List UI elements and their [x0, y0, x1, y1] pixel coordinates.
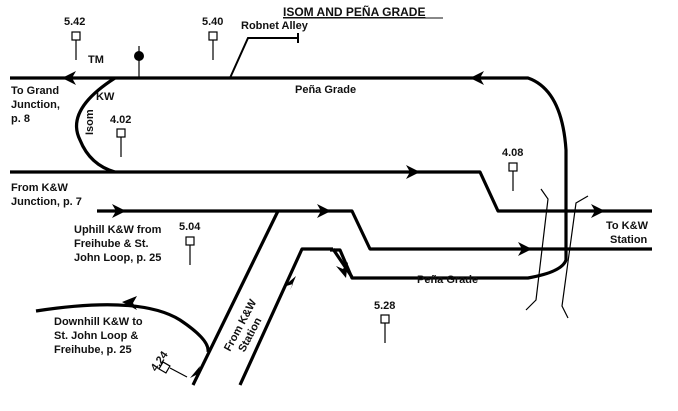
label-isom: Isom [84, 109, 96, 135]
signal-label: 4.02 [110, 114, 131, 126]
diagram-title: ISOM AND PEÑA GRADE [283, 4, 425, 19]
signal-label: 5.40 [202, 16, 223, 28]
signal-box [116, 128, 126, 138]
arrow-west-top-left [62, 71, 76, 85]
track-uphill-kw [97, 209, 652, 251]
arrow-north-kw-station [283, 276, 296, 290]
track-diagonal-wye [191, 210, 280, 386]
signal-4-08[interactable]: 4.08 [502, 147, 523, 191]
arrow-east-second [406, 165, 420, 179]
label-to-grand-junction-3: p. 8 [11, 113, 30, 125]
signal-5-28[interactable]: 5.28 [374, 300, 395, 343]
signal-label: 5.04 [179, 221, 201, 233]
label-to-kw-station-2: Station [610, 234, 648, 246]
track-from-kw-station [238, 247, 333, 386]
signal-box [380, 314, 390, 324]
signal-box [71, 31, 81, 41]
signal-box [208, 31, 218, 41]
label-tm: TM [88, 54, 104, 66]
label-uphill-kw-1: Uphill K&W from [74, 224, 162, 236]
track-pena-grade-branch [331, 248, 354, 278]
label-from-kw-station: From K&W Station [222, 297, 265, 354]
track-robnet-alley [229, 37, 298, 79]
signal-5-42[interactable]: 5.42 [64, 16, 85, 60]
signal-mast [169, 367, 188, 378]
label-from-kw-junction-2: Junction, p. 7 [11, 196, 82, 208]
signal-box [508, 162, 518, 172]
label-from-kw-junction-1: From K&W [11, 182, 68, 194]
bridge-mark-left [525, 188, 549, 311]
signal-box [185, 236, 195, 246]
signal-label: 5.28 [374, 300, 395, 312]
label-robnet-alley: Robnet Alley [241, 20, 309, 32]
signal-box [158, 361, 171, 374]
signal-label: 4.08 [502, 147, 523, 159]
signal-5-04[interactable]: 5.04 [179, 221, 201, 265]
bridge-mark-right [561, 195, 589, 319]
signal-5-40[interactable]: 5.40 [202, 16, 223, 60]
track-pena-grade-loop [10, 76, 568, 280]
track-from-kw-junction [10, 170, 652, 213]
arrow-east-to-kw-station [591, 204, 605, 218]
label-kw: KW [96, 91, 115, 103]
arrow-east-uphill-2 [317, 204, 331, 218]
arrow-north-diagonal [190, 366, 200, 381]
label-to-grand-junction-2: Junction, [11, 99, 60, 111]
arrow-south-pena [336, 262, 348, 278]
arrow-east-uphill [112, 204, 126, 218]
label-downhill-kw-1: Downhill K&W to [54, 316, 143, 328]
arrow-west-top-right [470, 71, 484, 85]
track-isom-wye [75, 76, 116, 174]
label-to-kw-station-1: To K&W [606, 220, 649, 232]
signal-label: 5.42 [64, 16, 85, 28]
label-downhill-kw-2: St. John Loop & [54, 330, 138, 342]
arrow-west-downhill [122, 296, 137, 310]
label-uphill-kw-3: John Loop, p. 25 [74, 252, 161, 264]
arrow-east-third [518, 242, 532, 256]
signal-head-tm [134, 51, 144, 61]
label-to-grand-junction-1: To Grand [11, 85, 59, 97]
track-downhill-kw [35, 303, 210, 353]
label-pena-grade-upper: Peña Grade [295, 84, 356, 96]
label-pena-grade-lower: Peña Grade [417, 274, 478, 286]
signal-4-02[interactable]: 4.02 [110, 114, 131, 157]
label-downhill-kw-3: Freihube, p. 25 [54, 344, 132, 356]
label-uphill-kw-2: Freihube & St. [74, 238, 149, 250]
signal-4-24[interactable]: 4.24 [149, 349, 188, 378]
